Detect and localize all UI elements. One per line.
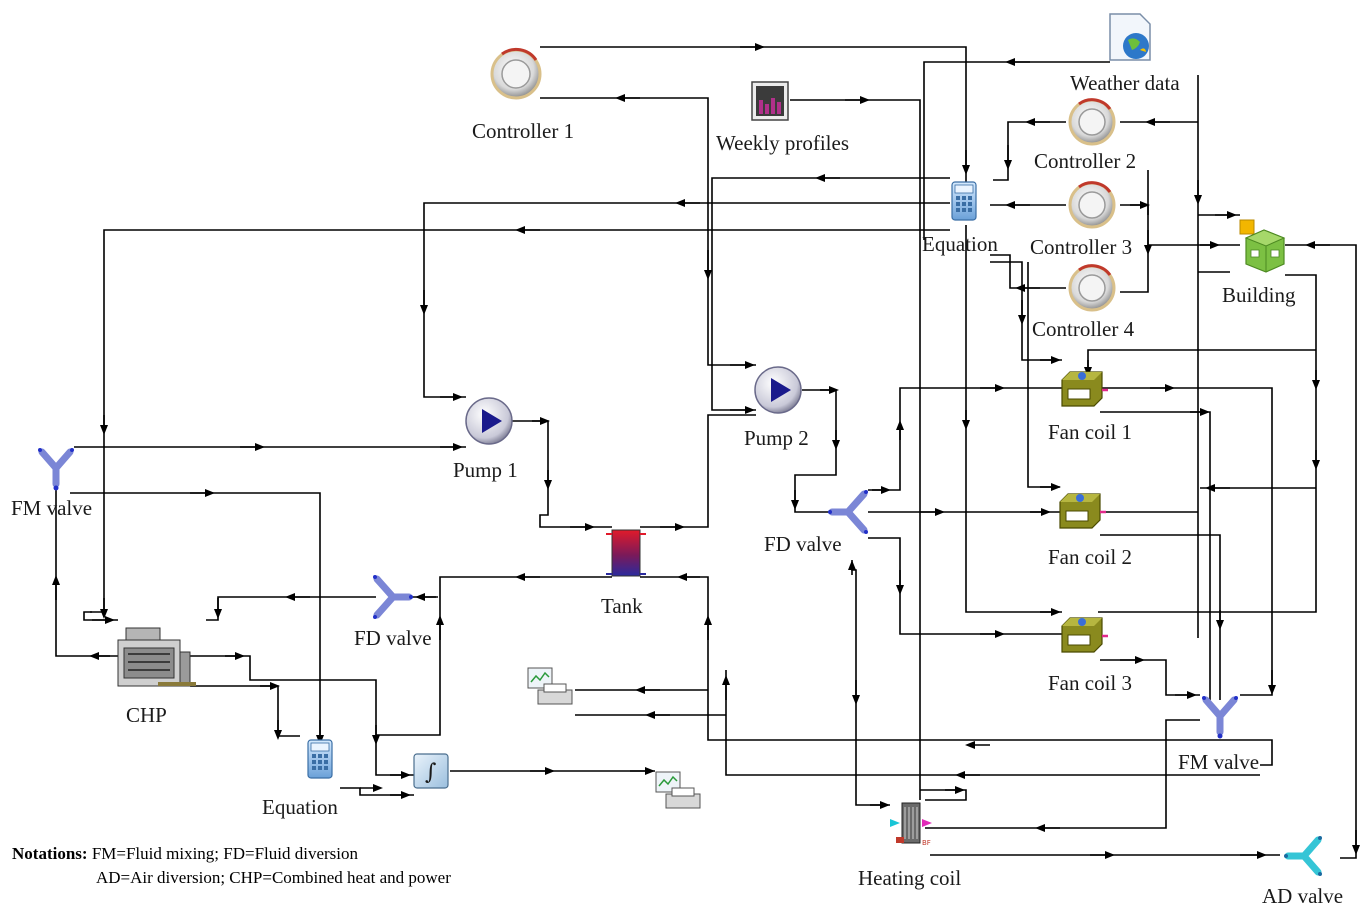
equation-bottom-icon[interactable]: [307, 739, 333, 779]
fd-valve-left-label: FD valve: [354, 626, 432, 650]
fm-valve-left-label: FM valve: [11, 496, 92, 520]
pump-2-icon[interactable]: [754, 366, 802, 414]
fan-coil-1-icon[interactable]: [1061, 371, 1108, 407]
conn-equation-pump2: [711, 177, 950, 411]
chp-label: CHP: [126, 703, 167, 727]
pump-2-label: Pump 2: [744, 426, 809, 450]
conn-equation-pump1: [423, 202, 950, 398]
heating-coil-icon[interactable]: BF: [890, 802, 932, 847]
weather-data-icon[interactable]: [1109, 13, 1151, 61]
notations-text-2: AD=Air diversion; CHP=Combined heat and …: [96, 868, 451, 887]
controller-4-label: Controller 4: [1032, 317, 1135, 341]
fan-coil-2-label: Fan coil 2: [1048, 545, 1132, 569]
fan-coil-1-label: Fan coil 1: [1048, 420, 1132, 444]
conn-pump1-tank: [512, 420, 612, 528]
notations-heading: Notations:: [12, 844, 88, 863]
fan-coil-3-icon[interactable]: [1061, 617, 1108, 653]
equation-top-label: Equation: [922, 232, 998, 256]
building-label: Building: [1222, 283, 1296, 307]
ad-valve-label: AD valve: [1262, 884, 1343, 907]
ad-valve-icon[interactable]: [1284, 836, 1322, 876]
chp-icon[interactable]: [117, 627, 196, 687]
controller-4-icon[interactable]: [1068, 264, 1116, 312]
fd-valve-left-icon[interactable]: [373, 575, 413, 619]
conn-tank-pump2: [640, 414, 756, 528]
tank-label: Tank: [601, 594, 643, 618]
pump-1-label: Pump 1: [453, 458, 518, 482]
notations-line-2: AD=Air diversion; CHP=Combined heat and …: [96, 868, 451, 888]
fan-coil-3-label: Fan coil 3: [1048, 671, 1132, 695]
weather-data-label: Weather data: [1070, 71, 1180, 95]
controller-1-label: Controller 1: [472, 119, 574, 143]
heating-coil-label: Heating coil: [858, 866, 961, 890]
equation-top-icon[interactable]: [951, 181, 977, 221]
fm-valve-left-icon[interactable]: [38, 448, 74, 491]
fd-valve-mid-label: FD valve: [764, 532, 842, 556]
connections: [52, 43, 1360, 859]
equation-bottom-label: Equation: [262, 795, 338, 819]
printer-upper-icon[interactable]: [527, 667, 573, 705]
controller-3-icon[interactable]: [1068, 181, 1116, 229]
printer-lower-icon[interactable]: [655, 771, 701, 809]
fm-valve-right-icon[interactable]: [1202, 696, 1238, 739]
weekly-profiles-label: Weekly profiles: [716, 131, 849, 155]
weekly-profiles-icon[interactable]: [751, 81, 789, 121]
notations-text-1: FM=Fluid mixing; FD=Fluid diversion: [91, 844, 359, 863]
fd-valve-mid-icon[interactable]: [828, 490, 868, 534]
integrator-icon[interactable]: ∫: [413, 753, 449, 789]
controller-2-icon[interactable]: [1068, 98, 1116, 146]
building-icon[interactable]: [1239, 219, 1286, 273]
conn-weather-equation: [923, 61, 1110, 240]
controller-3-label: Controller 3: [1030, 235, 1132, 259]
controller-1-icon[interactable]: [490, 47, 542, 100]
notations-line-1: Notations: FM=Fluid mixing; FD=Fluid div…: [12, 844, 358, 864]
conn-controller1-equation: [540, 46, 967, 188]
svg-text:BF: BF: [922, 839, 931, 847]
tank-icon[interactable]: [606, 529, 646, 577]
fm-valve-right-label: FM valve: [1178, 750, 1259, 774]
fan-coil-2-icon[interactable]: [1059, 493, 1106, 529]
controller-2-label: Controller 2: [1034, 149, 1136, 173]
conn-weekly-equation: [790, 99, 921, 800]
svg-text:∫: ∫: [425, 760, 437, 785]
pump-1-icon[interactable]: [465, 397, 513, 445]
